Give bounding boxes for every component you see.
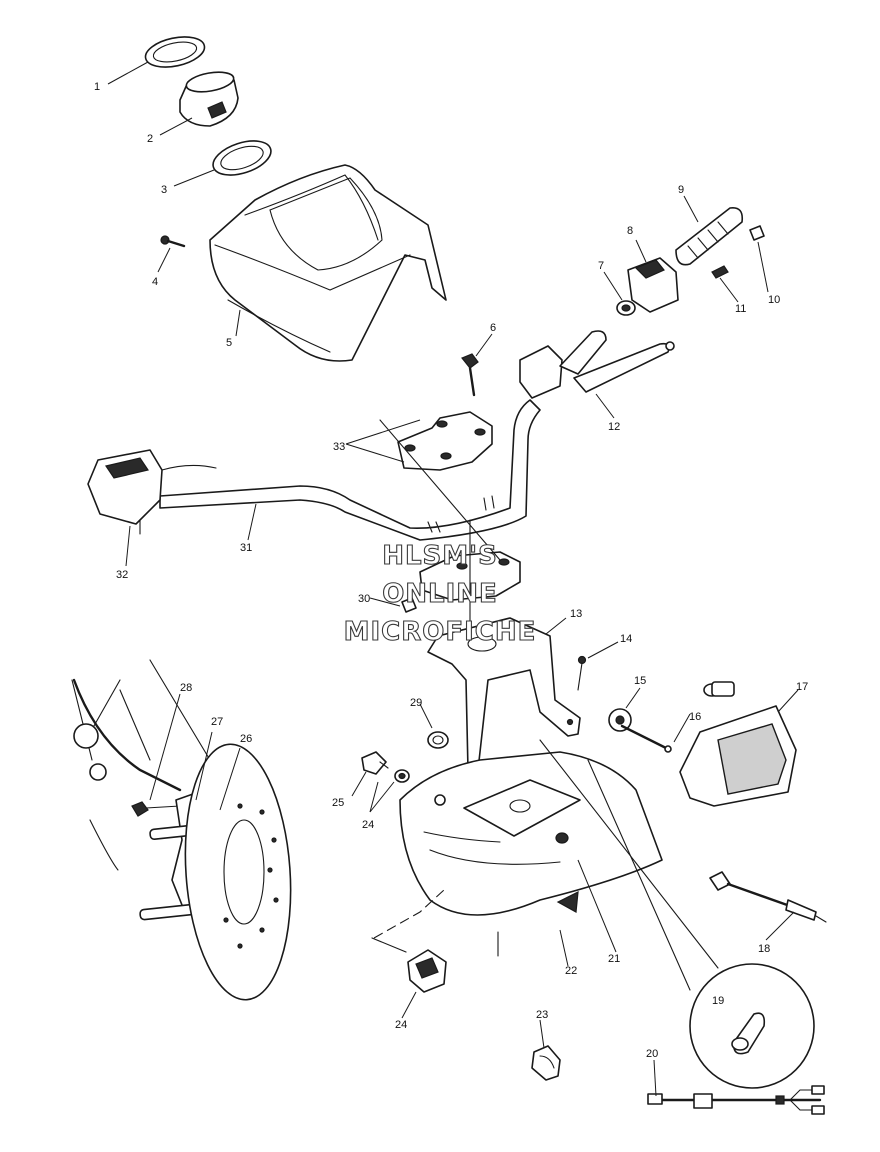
- callout-1: 1: [94, 81, 100, 93]
- nut-part: [616, 300, 636, 316]
- callout-31: 31: [240, 542, 252, 554]
- bulb-socket-24-lower-part: [407, 949, 447, 993]
- assembly-lines: [371, 419, 719, 991]
- watermark-line-2: ONLINE: [382, 579, 498, 609]
- mounting-plate-part: [463, 779, 581, 837]
- callout-32: 32: [116, 569, 128, 581]
- callout-30: 30: [358, 593, 370, 605]
- watermark-line-3: MICROFICHE: [344, 617, 537, 647]
- callout-27: 27: [211, 716, 223, 728]
- adjuster-rod-part: [620, 724, 672, 753]
- callout-21: 21: [608, 953, 620, 965]
- headlight-housing-part: [399, 751, 663, 916]
- callout-25: 25: [332, 797, 344, 809]
- wiring-harness-20-part: [647, 1085, 825, 1115]
- bushing-part: [179, 71, 239, 127]
- callout-24-lower: 24: [395, 1019, 407, 1031]
- fork-frame-part: [71, 659, 211, 871]
- watermark: HLSM'S ONLINE MICROFICHE: [343, 540, 537, 647]
- handlebar-part: [159, 399, 541, 541]
- speedometer-cable-part: [709, 871, 827, 923]
- bolt-part: [461, 353, 479, 397]
- handlebar-clamp-upper-part: [397, 411, 493, 471]
- headlight-assembly-part: [679, 681, 797, 807]
- callout-29: 29: [410, 697, 422, 709]
- adjuster-knob-part: [608, 708, 632, 732]
- callout-12: 12: [608, 421, 620, 433]
- nut-30-part: [401, 597, 417, 613]
- callout-2: 2: [147, 133, 153, 145]
- callout-22: 22: [565, 965, 577, 977]
- callout-7: 7: [598, 260, 604, 272]
- callout-14: 14: [620, 633, 632, 645]
- throttle-housing-part: [627, 257, 679, 313]
- washer-24-upper-part: [394, 769, 410, 783]
- callout-16: 16: [689, 711, 701, 723]
- callout-6: 6: [490, 322, 496, 334]
- grommet-21-part: [555, 832, 569, 844]
- callout-24-upper: 24: [362, 819, 374, 831]
- wire-clip-23-part: [531, 1045, 561, 1081]
- set-screw-part: [711, 265, 729, 279]
- brake-lever-part: [519, 330, 675, 399]
- callout-19: 19: [712, 995, 724, 1007]
- master-cylinder-part: [87, 449, 217, 535]
- callout-8: 8: [627, 225, 633, 237]
- screw-14-part: [577, 655, 587, 691]
- leader-lines: [107, 61, 799, 1097]
- headlight-pod-cover-part: [209, 164, 447, 362]
- callout-9: 9: [678, 184, 684, 196]
- seal-ring-part: [144, 36, 206, 68]
- watermark-line-1: HLSM'S: [382, 541, 498, 571]
- callout-4: 4: [152, 276, 158, 288]
- screw-part: [160, 235, 186, 248]
- callout-13: 13: [570, 608, 582, 620]
- socket-25-part: [361, 751, 389, 775]
- brake-disc-26-part: [184, 743, 292, 1001]
- callout-11: 11: [735, 303, 746, 315]
- bolt-28-part: [131, 801, 181, 817]
- callout-10: 10: [768, 294, 780, 306]
- callout-17: 17: [796, 681, 808, 693]
- hand-grip-part: [675, 206, 744, 266]
- ring-part: [212, 140, 272, 176]
- callout-20: 20: [646, 1048, 658, 1060]
- callout-23: 23: [536, 1009, 548, 1021]
- grommet-29-part: [427, 731, 449, 749]
- callout-18: 18: [758, 943, 770, 955]
- callout-5: 5: [226, 337, 232, 349]
- callout-15: 15: [634, 675, 646, 687]
- callout-3: 3: [161, 184, 167, 196]
- callout-28: 28: [180, 682, 192, 694]
- bulb-19-part: [731, 1012, 766, 1055]
- callout-labels: 1 2 3 4 5 6 7 8 9 10 11 12 13 14 15 16 1…: [94, 81, 808, 1060]
- headlight-bracket-part: [427, 617, 581, 771]
- callout-26: 26: [240, 733, 252, 745]
- end-cap-part: [749, 225, 765, 241]
- callout-33: 33: [333, 441, 345, 453]
